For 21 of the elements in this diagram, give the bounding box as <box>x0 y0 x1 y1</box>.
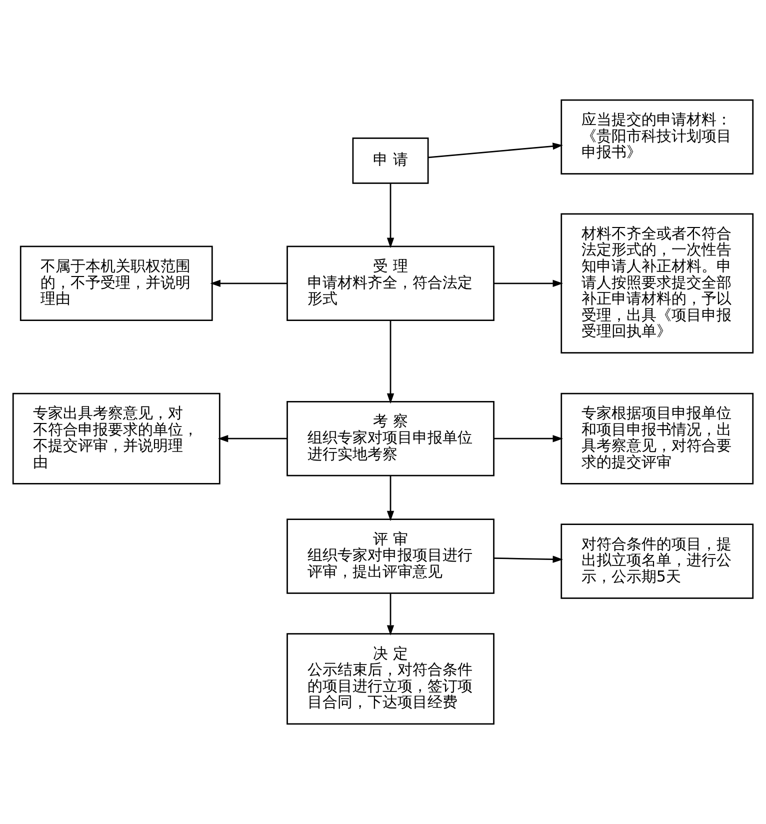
arrow <box>386 594 394 636</box>
arrow <box>494 556 564 563</box>
node-box: 对符合条件的项目，提出拟立项名单，进行公示，公示期5天 <box>560 524 754 599</box>
node-box: 专家出具考察意见，对不符合申报要求的单位，不提交评审，并说明理由 <box>12 392 220 484</box>
node-box: 受 理 申请材料齐全，符合法定形式 <box>286 246 494 321</box>
node-box: 决 定 公示结束后，对符合条件的项目进行立项，签订项目合同，下达项目经费 <box>286 633 494 725</box>
arrow <box>210 280 288 287</box>
arrow <box>494 435 564 442</box>
node-box: 应当提交的申请材料：《贵阳市科技计划项目申报书》 <box>560 99 754 175</box>
arrow <box>386 320 394 404</box>
arrow <box>386 183 394 248</box>
node-box: 考 察 组织专家对项目申报单位进行实地考察 <box>286 400 494 476</box>
node-box: 申 请 <box>352 138 429 184</box>
node-box: 专家根据项目申报单位和项目申报书情况，出具考察意见，对符合要求的提交评审 <box>560 392 754 484</box>
arrow <box>218 435 288 442</box>
arrow <box>494 280 564 287</box>
node-box: 不属于本机关职权范围的，不予受理，并说明理由 <box>20 246 213 321</box>
arrow <box>428 142 563 158</box>
arrow <box>386 476 394 522</box>
node-box: 材料不齐全或者不符合法定形式的，一次性告知申请人补正材料。申请人按照要求提交全部补正申请材料的，予以受理，出具《项目申报受理回执单》 <box>560 213 754 354</box>
node-box: 评 审 组织专家对申报项目进行评审，提出评审意见 <box>286 518 494 594</box>
